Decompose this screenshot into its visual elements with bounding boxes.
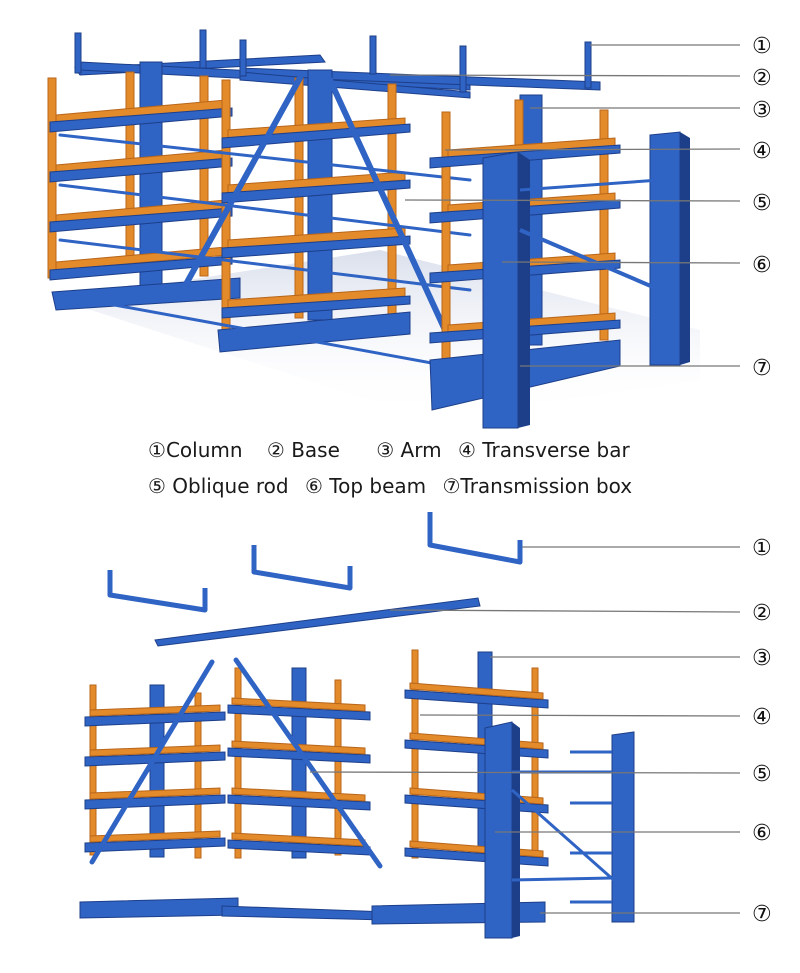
exploded-columns: [107, 512, 523, 613]
legend-item-transverse-bar: ④ Transverse bar: [458, 438, 630, 462]
oblique-rods-top: [58, 75, 472, 372]
exploded-rack-middle: [227, 667, 371, 859]
callout-numbers-top: ① ② ③ ④ ⑤ ⑥ ⑦: [752, 34, 772, 381]
legend-text: Arm: [400, 438, 442, 462]
callout-3-top: ③: [752, 98, 772, 123]
callout-6-top: ⑥: [752, 253, 772, 278]
exploded-rack-right: [404, 649, 549, 867]
legend-num: ③: [376, 438, 395, 462]
legend-num: ⑥: [304, 474, 323, 498]
legend-text: Oblique rod: [172, 474, 289, 498]
callout-4-bottom: ④: [752, 705, 772, 730]
legend-text: Transmission box: [460, 474, 633, 498]
legend-item-column: ①Column: [148, 438, 243, 462]
legend-num: ②: [266, 438, 285, 462]
exploded-base: [79, 897, 546, 925]
callout-4-top: ④: [752, 139, 772, 164]
callout-5-top: ⑤: [752, 191, 772, 216]
exploded-rack-view: ① ② ③ ④ ⑤ ⑥ ⑦: [79, 512, 772, 939]
legend-item-top-beam: ⑥ Top beam: [305, 474, 426, 498]
legend-num: ⑦: [442, 474, 461, 498]
callout-3-bottom: ③: [752, 646, 772, 671]
callout-5-bottom: ⑤: [752, 762, 772, 787]
legend-row-1: ①Column ② Base ③ Arm ④ Transverse bar: [148, 438, 748, 462]
exploded-rack-left: [84, 684, 226, 859]
callout-2-top: ②: [752, 66, 772, 91]
legend-item-oblique-rod: ⑤ Oblique rod: [148, 474, 289, 498]
legend-num: ④: [457, 438, 476, 462]
callout-1-bottom: ①: [752, 536, 772, 561]
callout-6-bottom: ⑥: [752, 821, 772, 846]
callout-1-top: ①: [752, 34, 772, 59]
exploded-oblique-rods: [89, 657, 383, 869]
callouts-top: [389, 44, 741, 367]
front-columns: [482, 131, 690, 429]
legend-item-base: ② Base: [267, 438, 340, 462]
legend-text: Top beam: [329, 474, 427, 498]
callouts-bottom: [309, 546, 741, 914]
legend-num: ①: [148, 438, 166, 462]
top-beams: [74, 29, 601, 99]
callout-numbers-bottom: ① ② ③ ④ ⑤ ⑥ ⑦: [752, 536, 772, 927]
legend-row-2: ⑤ Oblique rod ⑥ Top beam ⑦Transmission b…: [148, 474, 748, 498]
legend-item-transmission-box: ⑦Transmission box: [442, 474, 632, 498]
callout-7-bottom: ⑦: [752, 902, 772, 927]
legend-item-arm: ③ Arm: [376, 438, 441, 462]
callout-2-bottom: ②: [752, 601, 772, 626]
legend-num: ⑤: [148, 474, 166, 498]
legend-text: Base: [291, 438, 340, 462]
assembled-rack-view: ① ② ③ ④ ⑤ ⑥ ⑦: [47, 29, 772, 429]
legend-text: Column: [165, 438, 243, 462]
exploded-front-columns: [484, 721, 635, 939]
callout-7-top: ⑦: [752, 356, 772, 381]
rack-left: [47, 61, 241, 311]
legend-text: Transverse bar: [482, 438, 630, 462]
